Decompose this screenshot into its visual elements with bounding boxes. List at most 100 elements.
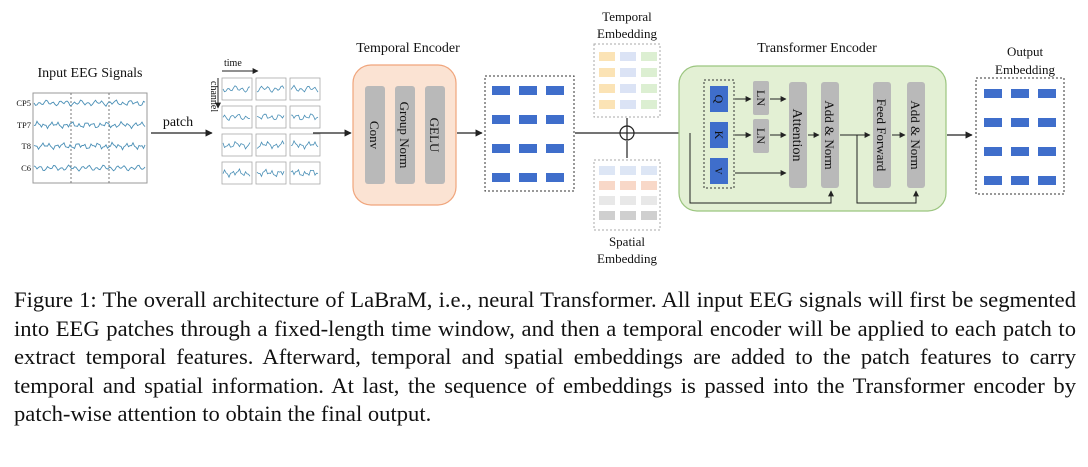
output-token bbox=[984, 147, 1002, 156]
eeg-patch bbox=[289, 105, 321, 129]
patch-feature-token bbox=[492, 144, 510, 153]
output-token bbox=[1011, 89, 1029, 98]
patch-feature-token bbox=[492, 115, 510, 124]
gelu-label: GELU bbox=[427, 118, 442, 153]
transformer-encoder-title: Transformer Encoder bbox=[757, 41, 877, 56]
temporal-embedding-token bbox=[641, 68, 657, 77]
add-norm-label-2: Add & Norm bbox=[908, 100, 923, 169]
eeg-patch bbox=[221, 161, 253, 185]
time-label: time bbox=[224, 58, 242, 69]
spatial-embedding-token bbox=[641, 166, 657, 175]
output-token bbox=[1011, 176, 1029, 185]
spatial-embedding-token bbox=[599, 196, 615, 205]
output-embedding-label-2: Embedding bbox=[995, 62, 1055, 77]
eeg-patch-trace bbox=[222, 140, 251, 150]
spatial-embedding-label-2: Embedding bbox=[597, 251, 657, 266]
eeg-trace bbox=[33, 141, 146, 151]
spatial-embedding-token bbox=[641, 211, 657, 220]
output-embedding-tokens bbox=[984, 89, 1056, 185]
spatial-embedding-token bbox=[641, 196, 657, 205]
gelu-block bbox=[425, 86, 445, 184]
output-token bbox=[1038, 147, 1056, 156]
eeg-patch-trace bbox=[222, 113, 251, 122]
spatial-embedding-token bbox=[620, 196, 636, 205]
ln-block-q bbox=[753, 81, 769, 115]
channel-label-t8: T8 bbox=[22, 141, 31, 151]
eeg-trace bbox=[33, 120, 146, 130]
eeg-patch-trace bbox=[256, 168, 285, 178]
temporal-embedding-token bbox=[620, 52, 636, 61]
temporal-embedding-token bbox=[620, 84, 636, 93]
eeg-patch-trace bbox=[290, 84, 319, 93]
temporal-encoder-title: Temporal Encoder bbox=[356, 41, 460, 56]
temporal-embedding-token bbox=[620, 68, 636, 77]
ln-label-q: LN bbox=[754, 90, 768, 106]
attention-block bbox=[789, 82, 807, 188]
eeg-patch bbox=[255, 133, 287, 157]
add-norm-label-1: Add & Norm bbox=[822, 100, 837, 169]
input-eeg-box bbox=[32, 92, 148, 184]
spatial-embedding-token bbox=[599, 181, 615, 190]
patch-feature-token bbox=[546, 115, 564, 124]
eeg-patch-trace bbox=[290, 168, 319, 177]
spatial-embedding-token bbox=[620, 166, 636, 175]
k-block bbox=[710, 122, 728, 148]
patch-feature-token bbox=[519, 86, 537, 95]
spatial-embedding-tokens bbox=[599, 166, 657, 220]
eeg-patch bbox=[289, 133, 321, 157]
v-block bbox=[710, 158, 728, 184]
residual-path-2 bbox=[856, 135, 919, 204]
eeg-patch-trace bbox=[290, 139, 319, 151]
temporal-embedding-token bbox=[641, 84, 657, 93]
patch-label: patch bbox=[163, 115, 193, 130]
patch-feature-tokens bbox=[492, 86, 564, 182]
architecture-figure: Input EEG Signals CP5 TP7 T8 C6 patch ti… bbox=[16, 9, 1065, 266]
group-norm-label: Group Norm bbox=[397, 102, 412, 169]
output-token bbox=[1011, 118, 1029, 127]
ln-label-k: LN bbox=[754, 128, 768, 144]
output-token bbox=[984, 118, 1002, 127]
q-label: Q bbox=[712, 95, 726, 104]
spatial-embedding-token bbox=[620, 211, 636, 220]
output-token bbox=[1011, 147, 1029, 156]
output-embedding-label-1: Output bbox=[1007, 44, 1044, 59]
spatial-embedding-token bbox=[641, 181, 657, 190]
eeg-patch bbox=[289, 77, 321, 101]
q-block bbox=[710, 86, 728, 112]
eeg-patch-trace bbox=[222, 85, 251, 93]
eeg-patch bbox=[221, 77, 253, 101]
temporal-embedding-token bbox=[599, 52, 615, 61]
temporal-embedding-token bbox=[599, 100, 615, 109]
temporal-embedding-label-2: Embedding bbox=[597, 26, 657, 41]
eeg-patch bbox=[221, 105, 253, 129]
patch-feature-token bbox=[492, 86, 510, 95]
eeg-signal-traces bbox=[33, 99, 146, 172]
temporal-embedding-token bbox=[620, 100, 636, 109]
input-eeg-title: Input EEG Signals bbox=[38, 66, 143, 81]
eeg-patch bbox=[221, 133, 253, 157]
k-label: K bbox=[712, 131, 726, 140]
add-norm-block-1 bbox=[821, 82, 839, 188]
eeg-patch bbox=[289, 161, 321, 185]
patch-feature-token bbox=[519, 115, 537, 124]
eeg-patch-trace bbox=[222, 168, 251, 179]
group-norm-block bbox=[395, 86, 415, 184]
feed-forward-block bbox=[873, 82, 891, 188]
temporal-embedding-token bbox=[599, 84, 615, 93]
eeg-trace bbox=[33, 164, 146, 172]
caption-label: Figure 1: bbox=[14, 287, 97, 312]
conv-label: Conv bbox=[367, 121, 382, 150]
patch-feature-token bbox=[546, 86, 564, 95]
patch-feature-token bbox=[492, 173, 510, 182]
patch-feature-token bbox=[546, 144, 564, 153]
spatial-embedding-token bbox=[599, 166, 615, 175]
channel-label-tp7: TP7 bbox=[17, 120, 31, 130]
temporal-embedding-token bbox=[641, 100, 657, 109]
output-token bbox=[984, 176, 1002, 185]
spatial-embedding-label-1: Spatial bbox=[609, 234, 645, 249]
patch-feature-token bbox=[546, 173, 564, 182]
patch-feature-token bbox=[519, 173, 537, 182]
channel-axis-label: channel bbox=[208, 81, 219, 112]
caption-text: The overall architecture of LaBraM, i.e.… bbox=[14, 287, 1076, 426]
eeg-patch-trace bbox=[256, 113, 285, 121]
